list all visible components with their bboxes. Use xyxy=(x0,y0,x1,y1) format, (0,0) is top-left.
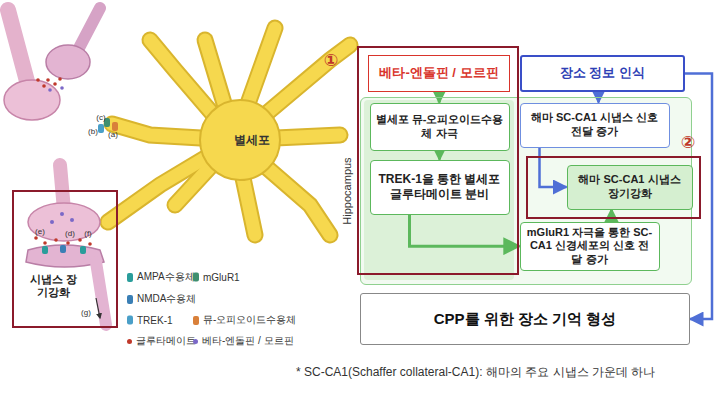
legend-swatch xyxy=(127,295,133,304)
highlight-frame xyxy=(358,47,518,274)
flow-arrow xyxy=(540,148,567,188)
highlight-box: 시냅스 장기강화 xyxy=(12,190,118,328)
callout-letter: (g) xyxy=(81,308,91,317)
legend-item: mGluR1 xyxy=(193,272,240,283)
top-synapse xyxy=(4,8,118,133)
callout-number: ① xyxy=(324,50,338,71)
flow-arrow xyxy=(438,151,441,160)
legend-swatch xyxy=(127,273,133,282)
callout-letter: (c) xyxy=(96,113,105,122)
legend-text: 뮤-오피오이드수용체 xyxy=(203,313,296,327)
caption: * SC-CA1(Schaffer collateral-CA1): 해마의 주… xyxy=(296,364,655,381)
bottom-synapse xyxy=(26,165,106,325)
legend-text: NMDA수용체 xyxy=(137,292,196,306)
legend-swatch xyxy=(127,316,133,325)
region-label: Hippocampus xyxy=(341,157,355,224)
region-band: Hippocampus별세포 뮤-오피오이드수용체 자극TREK-1을 통한 별… xyxy=(360,97,692,285)
result-box: 해마 SC-CA1 시냅스 장기강화 xyxy=(567,165,693,210)
legend-text: 글루타메이트 xyxy=(136,334,196,348)
legend-item: AMPA수용체 xyxy=(127,270,195,284)
callout-letter: (d) xyxy=(65,229,75,238)
box-text: mGluR1 자극을 통한 SC-CA1 신경세포의 신호 전달 증가 xyxy=(526,226,654,267)
box-text: 별세포 뮤-오피오이드수용체 자극 xyxy=(376,113,504,141)
panel-fill xyxy=(364,100,514,280)
legend-swatch xyxy=(127,339,132,344)
legend-text: AMPA수용체 xyxy=(137,270,195,284)
part-label: 별세포 xyxy=(234,132,270,149)
legend-swatch xyxy=(193,273,199,282)
legend-text: 베타-엔돌핀 / 모르핀 xyxy=(202,334,294,348)
legend-item: 베타-엔돌핀 / 모르핀 xyxy=(193,334,294,348)
box-text: 베타-엔돌핀 / 모르핀 xyxy=(379,65,498,81)
trigger-box: 베타-엔돌핀 / 모르핀 xyxy=(368,55,510,92)
box-text: 장소 정보 인식 xyxy=(560,65,645,81)
box-text: CPP를 위한 장소 기억 형성 xyxy=(434,310,617,329)
callout-letter: (a) xyxy=(108,130,118,139)
box-text: TREK-1을 통한 별세포 글루타메이트 분비 xyxy=(376,172,504,202)
legend-item: TREK-1 xyxy=(127,315,173,326)
legend-text: mGluR1 xyxy=(203,272,240,283)
box-text: 시냅스 장기강화 xyxy=(28,273,79,301)
flow-arrow xyxy=(610,210,613,222)
legend-item: 글루타메이트 xyxy=(127,334,196,348)
legend-swatch xyxy=(193,316,199,325)
process-box: 별세포 뮤-오피오이드수용체 자극 xyxy=(370,103,510,151)
legend-item: 뮤-오피오이드수용체 xyxy=(193,313,296,327)
legend-item: NMDA수용체 xyxy=(127,292,196,306)
outcome-box: CPP를 위한 장소 기억 형성 xyxy=(360,293,690,345)
box-text: 해마 SC-CA1 시냅스 장기강화 xyxy=(573,173,687,201)
callout-letter: (b) xyxy=(88,127,98,136)
legend-swatch xyxy=(193,339,198,344)
callout-number: ② xyxy=(681,132,695,153)
process-box: mGluR1 자극을 통한 SC-CA1 신경세포의 신호 전달 증가 xyxy=(520,222,660,271)
astrocyte xyxy=(108,28,350,235)
box-text: 해마 SC-CA1 시냅스 신호 전달 증가 xyxy=(526,111,664,139)
band-fill xyxy=(360,97,692,285)
highlight-frame xyxy=(527,157,700,218)
input-box: 장소 정보 인식 xyxy=(520,55,685,92)
callout-letter: (e) xyxy=(35,227,45,236)
process-box: 해마 SC-CA1 시냅스 신호 전달 증가 xyxy=(520,103,670,148)
flow-arrow xyxy=(410,215,520,247)
process-box: TREK-1을 통한 별세포 글루타메이트 분비 xyxy=(370,160,510,215)
callout-letter: (f) xyxy=(84,229,92,238)
legend-text: TREK-1 xyxy=(137,315,173,326)
